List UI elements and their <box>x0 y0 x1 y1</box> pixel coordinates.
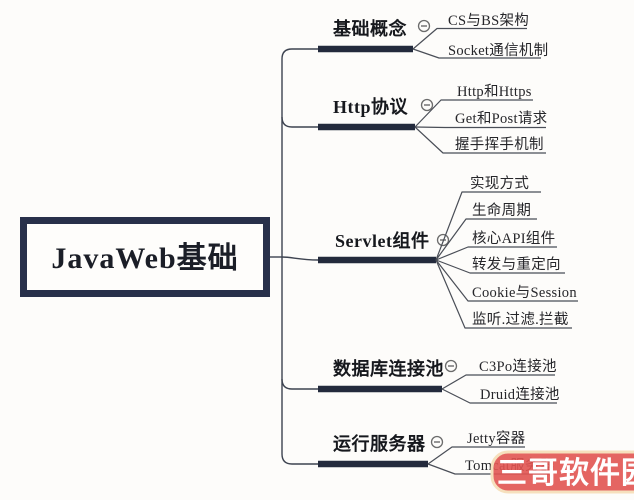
subtopic-label[interactable]: Get和Post请求 <box>455 110 548 127</box>
branch-servlet-components: Servlet组件 实现方式 生命周期 核心API组件 转发与重定向 Cooki… <box>318 175 578 329</box>
connector-branch2-elbow <box>281 116 318 128</box>
child-connector <box>435 246 557 261</box>
root-topic-node[interactable]: JavaWeb基础 <box>20 217 270 297</box>
collapse-minus-icon[interactable] <box>420 98 434 112</box>
root-topic-label: JavaWeb基础 <box>51 242 238 275</box>
branch-topic-label[interactable]: 运行服务器 <box>333 433 426 454</box>
child-connector <box>412 48 541 59</box>
child-connector <box>412 27 527 50</box>
branch-http-protocol: Http协议 Http和Https Get和Post请求 握手挥手机制 <box>318 83 548 154</box>
subtopic-label[interactable]: 生命周期 <box>472 201 531 219</box>
child-connector <box>427 446 525 465</box>
child-connector <box>414 99 533 128</box>
collapse-minus-icon[interactable] <box>430 435 444 449</box>
root-topic-box[interactable] <box>20 217 270 297</box>
child-connector <box>441 388 557 404</box>
child-connector <box>435 218 537 261</box>
child-connector <box>435 259 565 274</box>
branch-topic-label[interactable]: 基础概念 <box>332 18 407 39</box>
subtopic-label[interactable]: 监听.过滤.拦截 <box>472 311 569 328</box>
collapse-minus-icon[interactable] <box>444 359 458 373</box>
watermark-badge <box>490 450 634 494</box>
branch-topic-label[interactable]: Servlet组件 <box>335 230 429 251</box>
connector-branch3-elbow <box>281 256 319 261</box>
subtopic-label[interactable]: 实现方式 <box>470 175 529 192</box>
subtopic-label[interactable]: Jetty容器 <box>467 430 526 447</box>
child-connector <box>414 126 546 154</box>
subtopic-label[interactable]: Http和Https <box>457 83 532 100</box>
child-connector <box>435 259 572 329</box>
collapse-minus-icon[interactable] <box>417 19 431 33</box>
watermark-text: 三哥软件园 <box>497 457 634 490</box>
child-connector <box>435 259 578 302</box>
subtopic-label[interactable]: Druid连接池 <box>480 386 560 403</box>
site-watermark: 三哥软件园 <box>490 450 634 494</box>
branch-topic-label[interactable]: 数据库连接池 <box>333 358 444 379</box>
subtopic-label[interactable]: Cookie与Session <box>472 284 577 301</box>
child-connector <box>435 191 541 261</box>
collapse-minus-icon[interactable] <box>436 233 450 247</box>
child-connector <box>441 374 555 390</box>
connector-trunk <box>281 48 318 465</box>
subtopic-label[interactable]: 核心API组件 <box>472 230 555 247</box>
subtopic-label[interactable]: 握手挥手机制 <box>455 136 544 153</box>
connector-branch4-elbow <box>281 378 318 390</box>
subtopic-label[interactable]: 转发与重定向 <box>472 256 561 273</box>
subtopic-label[interactable]: CS与BS架构 <box>448 12 529 29</box>
subtopic-label[interactable]: Socket通信机制 <box>448 42 548 59</box>
branch-db-connection-pool: 数据库连接池 C3Po连接池 Druid连接池 <box>318 358 560 404</box>
child-connector <box>414 126 546 129</box>
branch-topic-label[interactable]: Http协议 <box>333 96 408 117</box>
branch-basic-concepts: 基础概念 CS与BS架构 Socket通信机制 <box>318 12 548 59</box>
subtopic-label[interactable]: C3Po连接池 <box>479 358 557 375</box>
